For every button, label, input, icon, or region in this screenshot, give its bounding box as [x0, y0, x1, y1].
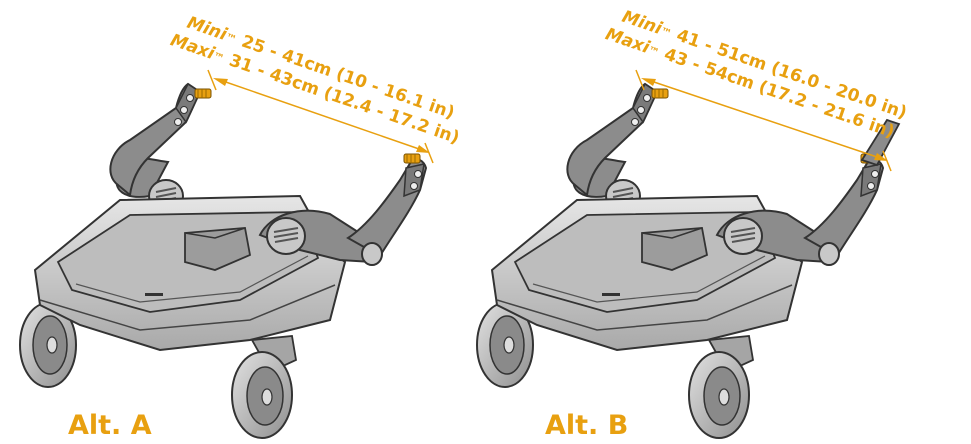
board-illustration-a	[19, 83, 427, 439]
mini-range-b: Mini™ 41 - 51cm (16.0 - 20.0 in)	[619, 7, 909, 123]
maxi-range-b: Maxi™ 43 - 54cm (17.2 - 21.6 in)	[603, 24, 897, 142]
variant-b: Mini™ 41 - 51cm (16.0 - 20.0 in) Maxi™ 4…	[476, 7, 909, 441]
dimension-line-a	[207, 69, 434, 164]
dimension-line-b	[635, 69, 892, 172]
variant-label-a: Alt. A	[68, 410, 152, 441]
board-illustration-b	[476, 83, 884, 439]
variant-a: Mini™ 25 - 41cm (10 - 16.1 in) Maxi™ 31 …	[19, 13, 462, 441]
maxi-range-a: Maxi™ 31 - 43cm (12.4 - 17.2 in)	[168, 30, 462, 148]
variant-label-b: Alt. B	[545, 410, 628, 441]
